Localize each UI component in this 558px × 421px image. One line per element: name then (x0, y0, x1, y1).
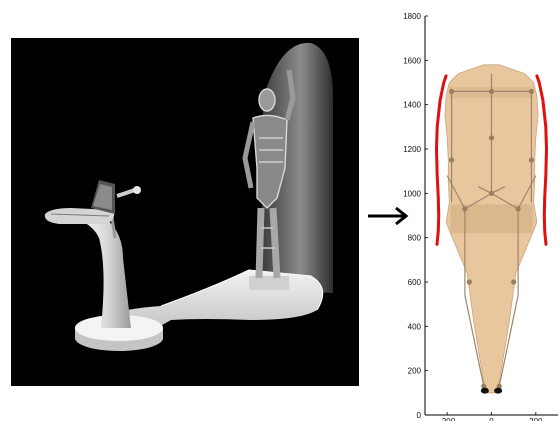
left-foot (481, 388, 489, 394)
scanner-scene-image (11, 38, 359, 386)
x-tick-label: -200 (439, 417, 456, 421)
y-tick-label: 1600 (403, 56, 421, 65)
skeleton-joint (467, 279, 472, 284)
y-tick-label: 1800 (403, 12, 421, 21)
y-tick-label: 0 (417, 411, 422, 420)
skeleton-joint (449, 89, 454, 94)
skeleton-joint (529, 89, 534, 94)
right-foot (494, 388, 502, 394)
skeleton-joint (516, 206, 521, 211)
body-silhouette-plot: 0 200 400 600 800 1000 1200 1400 1600 1800 -200 0 20… (398, 4, 558, 421)
x-tick-label: 0 (489, 417, 494, 421)
y-tick-label: 1400 (403, 101, 421, 110)
skeleton-joint (529, 157, 534, 162)
right-contour-curve (537, 76, 547, 244)
y-tick-label: 800 (408, 234, 422, 243)
left-contour-curve (437, 76, 447, 244)
body-silhouette (445, 65, 538, 394)
skeleton-joint (489, 191, 494, 196)
skeleton-joint (489, 89, 494, 94)
x-tick-label: 200 (529, 417, 543, 421)
y-tick-label: 1200 (403, 145, 421, 154)
skeleton-joint (511, 279, 516, 284)
skeleton-joint (449, 157, 454, 162)
skeleton-joint (462, 206, 467, 211)
y-tick-label: 1000 (403, 189, 421, 198)
skeleton-joint (489, 135, 494, 140)
y-tick-label: 200 (408, 367, 422, 376)
y-tick-label: 400 (408, 322, 422, 331)
y-tick-label: 600 (408, 278, 422, 287)
